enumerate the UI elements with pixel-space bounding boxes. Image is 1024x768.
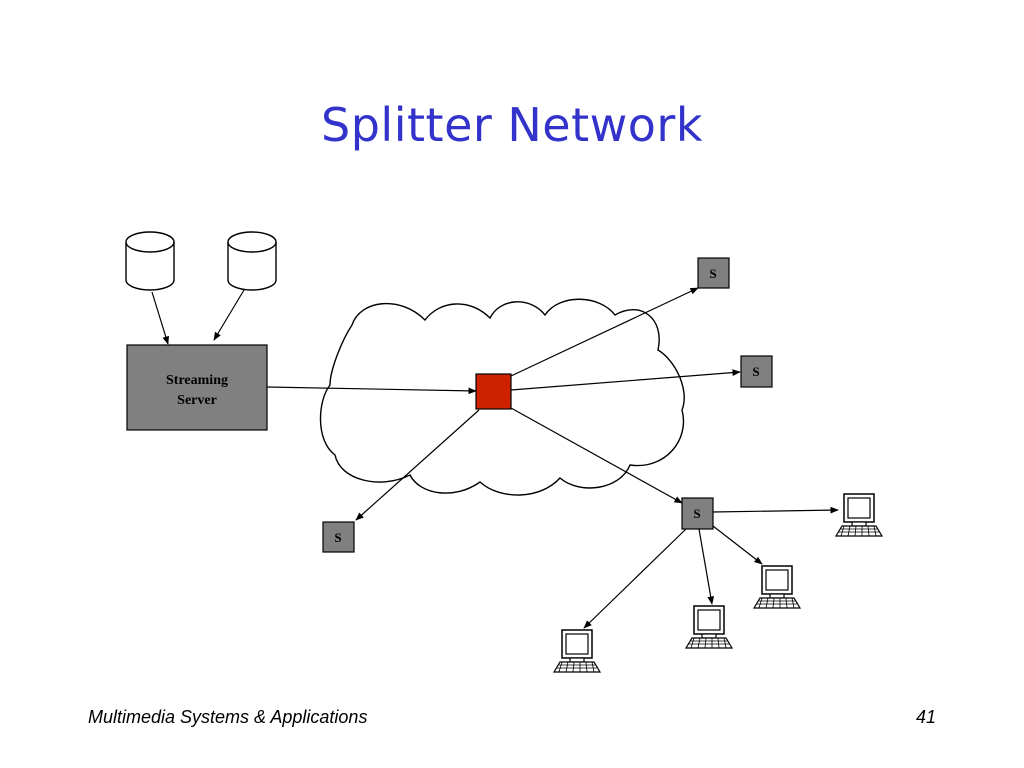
footer-course-title: Multimedia Systems & Applications [88, 707, 368, 727]
page-number: 41 [915, 707, 936, 727]
database-cylinder-icon [227, 231, 277, 291]
hub-to-splitter-arrow [355, 409, 480, 521]
central-splitter-node [475, 373, 512, 410]
splitter-to-client-arrow [712, 525, 763, 565]
slide-title: Splitter Network [321, 98, 703, 152]
splitter-node: S [697, 257, 730, 289]
hub-to-splitter-arrow [510, 407, 683, 504]
splitter-to-client-arrow [712, 506, 839, 514]
splitter-to-client-arrow [698, 528, 715, 605]
server-label-line1: Streaming [166, 373, 228, 388]
streaming-server [126, 344, 268, 431]
storage-to-server-arrow [213, 289, 245, 341]
hub-to-splitter-arrow [510, 369, 741, 391]
computer-terminal-icon [753, 565, 801, 609]
splitter-node: S [681, 497, 714, 530]
database-cylinder-icon [125, 231, 175, 291]
storage-to-server-arrow [151, 291, 169, 345]
computer-terminal-icon [685, 605, 733, 649]
splitter-node: S [740, 355, 773, 388]
computer-terminal-icon [835, 493, 883, 537]
svg-text:S: S [752, 364, 759, 379]
svg-text:S: S [709, 266, 716, 281]
computer-terminal-icon [553, 629, 601, 673]
server-to-hub-arrow [266, 386, 477, 395]
splitter-node: S [322, 521, 355, 553]
svg-text:S: S [334, 530, 341, 545]
splitter-to-client-arrow [583, 528, 687, 629]
hub-to-splitter-arrow [510, 287, 699, 377]
svg-text:S: S [693, 506, 700, 521]
server-label-line2: Server [177, 393, 217, 408]
